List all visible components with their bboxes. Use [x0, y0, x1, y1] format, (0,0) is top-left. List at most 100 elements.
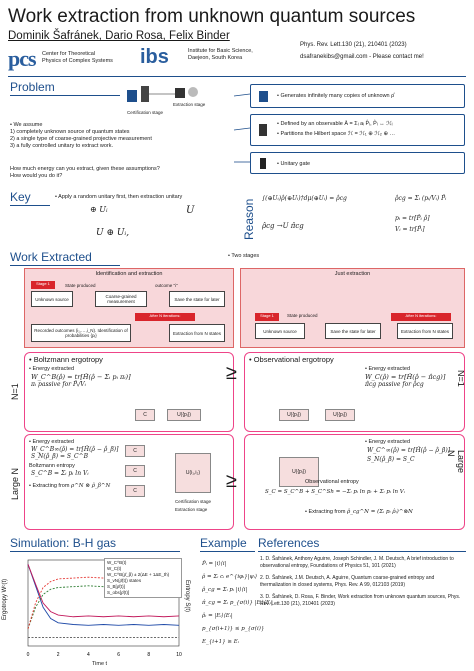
identification-panel: Identification and extraction Stage 1 St… [24, 268, 234, 348]
b-large-sn: S_N(ρ̂_β) = S_C^B [31, 453, 89, 460]
reason-heading: Reason [242, 198, 256, 240]
x-tick-label: 4 [87, 652, 90, 658]
example-line-7: E_{i+1} ≥ Eᵢ [202, 639, 239, 645]
references-underline [258, 551, 466, 552]
example-underline [200, 551, 255, 552]
two-stages-label: • Two stages [228, 253, 260, 259]
ibs-text-block: Institute for Basic Science, Daejeon, So… [188, 48, 253, 62]
contact-email[interactable]: dsafranekibs@gmail.com - Please contact … [300, 54, 424, 60]
sim-ylabel-right: Entropy S(t) [184, 580, 190, 613]
pcs-logo-block: pcs Center for Theoretical Physics of Co… [8, 46, 138, 74]
reference-1: 1. D. Šafránek, Anthony Aguirre, Joseph … [260, 556, 454, 569]
series-line-1 [27, 564, 180, 618]
example-line-4: π̂_cg = Σᵢ p_{σ(i)} |Eᵢ⟩⟨Eᵢ| [202, 600, 273, 606]
key-underline [10, 205, 50, 206]
legend-4: S_vN(ρ̂(t)) states [107, 578, 142, 583]
after-n-r-badge: After N iterations: [391, 313, 451, 321]
plot-frame [27, 559, 180, 647]
reason-eq4: pᵢ = tr[P̂ᵢ ρ̂] [395, 215, 430, 222]
reference-2: 2. D. Šafránek, J.M. Deutsch, A. Aguirre… [260, 575, 435, 588]
pcs-logo: pcs [8, 46, 37, 71]
poster-title: Work extraction from unknown quantum sou… [8, 6, 416, 27]
problem-underline [10, 95, 120, 96]
c-gate-1: C [135, 409, 155, 421]
measurement-box: • Defined by an observable Â = Σᵢ aᵢ P̂ᵢ… [250, 114, 465, 146]
measurement-box-text-1: • Defined by an observable Â = Σᵢ aᵢ P̂ᵢ… [277, 121, 393, 127]
o-energy-label: • Energy extracted [365, 366, 411, 372]
sim-legend: W_C^B(t) W_C(t) W_C^B(ρ̂_β) ± 2(ΔE + 1ΔE… [104, 558, 182, 598]
work-underline [10, 265, 120, 266]
o-entropy-eq: S_C = S_C^B + S_C^Sh = −Σᵢ pᵢ ln pᵢ + Σᵢ… [265, 489, 405, 495]
o-extract-label: • Extracting from [305, 509, 346, 515]
key-u: U [186, 205, 195, 216]
problem-questions: How much energy can you extract, given t… [10, 166, 245, 180]
o-energy-eq: W_C(ρ̂) = tr[Ĥ(ρ̂ − π̂cg)] [365, 373, 446, 381]
b-entropy-eq: S_C^B = Σᵢ pᵢ ln Vᵢ [31, 470, 89, 477]
u-gate-large: U(i₁,i₂) [175, 453, 211, 493]
extraction-n-r-node: Extraction from N states [397, 323, 453, 339]
b-energy-label: • Energy extracted [29, 366, 75, 372]
coarse-measurement-node: Coarse-grained measurement [95, 291, 147, 307]
authors: Dominik Šafránek, Dario Rosa, Felix Bind… [8, 30, 230, 42]
legend-3: W_C^B(ρ̂_β) ± 2(ΔE + 1ΔE_th) [107, 572, 170, 577]
reason-eq1: ∫(⊕Uᵢ)ρ̂(⊕Uᵢ)†dμ(⊕Uᵢ) = ρ̂cg [262, 195, 347, 202]
reason-eq5: Vᵢ = tr[P̂ᵢ] [395, 226, 425, 233]
ibs-text-2: Daejeon, South Korea [188, 55, 243, 61]
sim-ylabel-left: Ergotropy Wᶜ(t) [2, 578, 8, 620]
problem-heading: Problem [10, 80, 55, 94]
unknown-source-r-node: Unknown source [255, 323, 305, 339]
source-icon [259, 91, 268, 102]
legend-1: W_C^B(t) [107, 560, 127, 565]
example-line-2: ρ̂ = Σᵢ cᵢ e^{iφᵢ}|ψᵢ⟩ [202, 574, 258, 580]
ge-symbol: ≥ [226, 362, 237, 384]
assume-item-1: 1) completely unknown source of quantum … [10, 129, 130, 135]
c-gate-4: C [125, 485, 145, 497]
reason-eq3: ρ̂cg →U π̂cg [262, 222, 304, 230]
x-tick-label: 10 [176, 652, 182, 658]
o-entropy-label: Observational entropy [305, 479, 359, 485]
journal-ref: Phys. Rev. Lett.130 (21), 210401 (2023) [300, 42, 407, 48]
observational-label: • Observational ergotropy [249, 355, 334, 364]
boltzmann-label: • Boltzmann ergotropy [29, 355, 103, 364]
key-text: • Apply a random unitary first, then ext… [55, 194, 183, 200]
recorded-outcomes-node: Recorded outcomes (i₁,…,i_N). Identifica… [31, 324, 131, 342]
b-extract-rho: ρ^N ⊗ ρ̂_β^N [70, 483, 111, 489]
simulation-heading: Simulation: B-H gas [10, 536, 117, 550]
references-heading: References [258, 536, 320, 550]
observational-large-panel: U({pᵢ}) • Energy extracted W_C^∞(ρ̂) = t… [244, 434, 465, 530]
just-extraction-title: Just extraction [334, 271, 371, 277]
references-list: 1. D. Šafránek, Anthony Aguirre, Joseph … [260, 556, 465, 607]
series-line-0 [27, 564, 180, 626]
reason-eq2: ρ̂cg = Σᵢ (pᵢ/Vᵢ) P̂ᵢ [395, 195, 447, 202]
b-entropy-label: Boltzmann entropy [29, 463, 75, 469]
assume-item-3: 3) a fully controlled unitary to extract… [10, 143, 114, 149]
unitary-icon [260, 158, 266, 169]
source-pictogram: Extraction stage Certification stage [125, 82, 220, 122]
key-u-sum: ⊕ Uᵢ [90, 205, 108, 214]
b-passive: πᵢ passive for P̂ᵢ/Vᵢ [31, 381, 86, 388]
u-gate-r-large: U({pᵢ}) [279, 457, 319, 487]
x-tick-label: 8 [147, 652, 150, 658]
assume-item-2: 2) a single type of coarse-grained proje… [10, 136, 152, 142]
o-large-energy-label: • Energy extracted [365, 439, 411, 445]
o-extract-from: • Extracting from ρ̂_cg^N = (Σᵢ pᵢ ρ̂ᵢ)^… [305, 509, 413, 516]
example-heading: Example [200, 536, 247, 550]
just-extraction-panel: Just extraction Stage 1 State produced U… [240, 268, 465, 348]
source-box: • Generates infinitely many copies of un… [250, 84, 465, 108]
n1-label-left: N=1 [10, 383, 20, 400]
state-produced-r-label: State produced [287, 313, 318, 318]
b-energy-eq: W_C^B(ρ̂) = tr[Ĥ(ρ̂ − Σᵢ pᵢ πᵢ)] [31, 373, 131, 381]
measurement-box-text-2: • Partitions the Hilbert space ℋ = ℋ₁ ⊕ … [277, 131, 396, 137]
boltzmann-n1-panel: • Boltzmann ergotropy • Energy extracted… [24, 352, 234, 432]
example-line-6: p_{σ(i+1)} ≤ p_{σ(i)} [202, 626, 265, 632]
o-large-energy-eq: W_C^∞(ρ̂) = tr[Ĥ(ρ̂ − ρ̂_β)] [367, 447, 451, 454]
assume-label: • We assume [10, 122, 43, 128]
key-u-full: U ⊕ Uᵢ, [96, 228, 130, 238]
extraction-n-node: Extraction from N states [169, 324, 225, 342]
certification-stage-label: Certification stage [127, 110, 164, 115]
state-produced-label: State produced [65, 283, 96, 288]
legend-2: W_C(t) [107, 566, 122, 571]
x-tick-label: 6 [117, 652, 120, 658]
ge-symbol-2: ≥ [226, 470, 237, 492]
work-heading: Work Extracted [10, 250, 92, 264]
